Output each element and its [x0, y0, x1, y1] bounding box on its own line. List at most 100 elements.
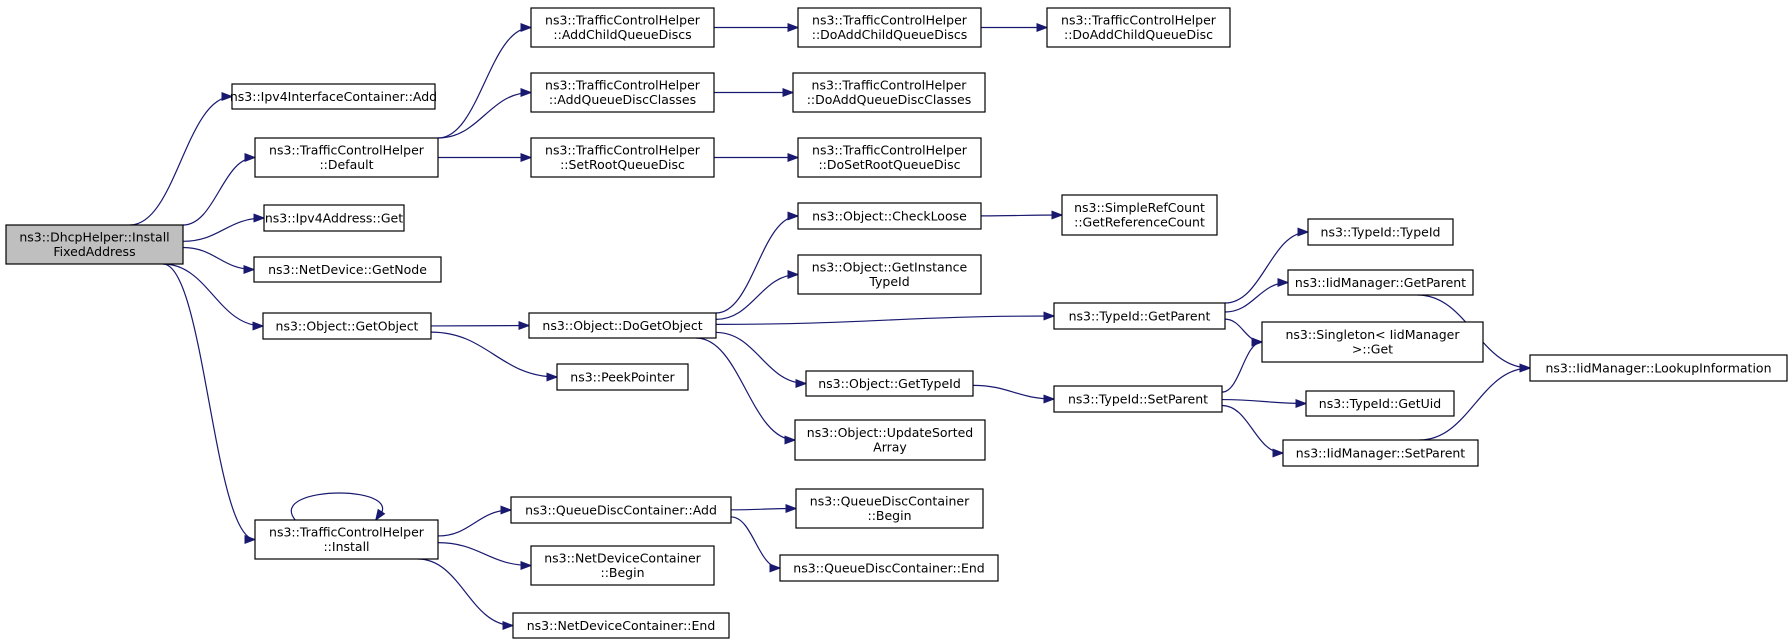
- node-box: [528, 312, 717, 339]
- graph-node-qdc-add[interactable]: ns3::QueueDiscContainer::Add: [510, 496, 732, 524]
- edge-tch-addclasses-to-tch-doaddclasses: [713, 87, 795, 98]
- edge-dhcp-to-obj-getobject: [162, 263, 265, 331]
- graph-node-qdc-end[interactable]: ns3::QueueDiscContainer::End: [779, 554, 999, 582]
- graph-node-obj-checkloose[interactable]: ns3::Object::CheckLoose: [797, 202, 982, 230]
- edge-line: [291, 492, 384, 521]
- node-label-line: ns3::Object::GetInstance: [812, 260, 968, 275]
- edge-arrowhead: [769, 563, 782, 573]
- edge-typeid-getparent-to-iidm-getparent: [1224, 277, 1290, 313]
- edge-arrowhead: [520, 87, 533, 98]
- node-label-line: ns3::PeekPointer: [570, 369, 675, 384]
- edge-iidm-setparent-to-iidm-lookup: [1419, 363, 1532, 441]
- edge-line: [715, 331, 807, 385]
- node-label-line: ::DoAddChildQueueDisc: [1064, 27, 1213, 42]
- edge-arrowhead: [546, 372, 559, 382]
- graph-node-typeid-getuid[interactable]: ns3::TypeId::GetUid: [1305, 390, 1455, 417]
- graph-node-peekpointer[interactable]: ns3::PeekPointer: [556, 363, 689, 391]
- node-label-line: ns3::TrafficControlHelper: [812, 13, 968, 28]
- graph-node-qdc-begin[interactable]: ns3::QueueDiscContainer::Begin: [795, 488, 984, 529]
- edge-dhcp-to-ipv4ic-add: [129, 91, 234, 226]
- node-label-line: ns3::Ipv4InterfaceContainer::Add: [230, 89, 437, 104]
- graph-node-typeid-getparent[interactable]: ns3::TypeId::GetParent: [1053, 302, 1226, 330]
- graph-node-tch-dosetroot[interactable]: ns3::TrafficControlHelper::DoSetRootQueu…: [797, 137, 982, 178]
- graph-node-tch-doaddclasses[interactable]: ns3::TrafficControlHelper::DoAddQueueDis…: [792, 72, 986, 113]
- edge-line: [1224, 281, 1289, 313]
- graph-node-netdev-getnode[interactable]: ns3::NetDevice::GetNode: [253, 256, 442, 283]
- node-box: [795, 488, 984, 529]
- node-label-line: ns3::TrafficControlHelper: [545, 78, 701, 93]
- graph-node-iidm-setparent[interactable]: ns3::IidManager::SetParent: [1282, 439, 1479, 467]
- edge-tch-default-to-tch-setroot: [438, 152, 533, 163]
- edge-arrowhead: [252, 321, 265, 331]
- edge-line: [437, 91, 532, 139]
- edge-line: [437, 542, 532, 567]
- graph-node-tch-setroot[interactable]: ns3::TrafficControlHelper::SetRootQueueD…: [530, 137, 715, 178]
- node-box: [797, 137, 982, 178]
- node-box: [530, 545, 715, 586]
- edge-arrowhead: [784, 435, 797, 445]
- edge-line: [1221, 341, 1263, 393]
- edge-tch-default-to-tch-addchild: [437, 22, 533, 139]
- graph-node-ipv4addr-get[interactable]: ns3::Ipv4Address::Get: [263, 204, 405, 232]
- graph-node-simplerefcount[interactable]: ns3::SimpleRefCount::GetReferenceCount: [1061, 194, 1218, 236]
- edge-line: [715, 273, 799, 320]
- edge-arrowhead: [1519, 363, 1532, 373]
- node-box: [530, 137, 715, 178]
- edge-arrowhead: [500, 505, 513, 515]
- edge-arrowhead: [1295, 398, 1308, 409]
- graph-node-obj-getobject[interactable]: ns3::Object::GetObject: [262, 312, 432, 340]
- graph-node-obj-dogetobject[interactable]: ns3::Object::DoGetObject: [528, 312, 717, 339]
- edge-line: [182, 156, 256, 226]
- edge-arrowhead: [1036, 22, 1049, 33]
- edge-line: [430, 331, 558, 378]
- graph-node-typeid-typeid[interactable]: ns3::TypeId::TypeId: [1307, 218, 1454, 246]
- node-box: [510, 496, 732, 524]
- edge-arrowhead: [1251, 337, 1264, 347]
- node-label-line: ns3::TrafficControlHelper: [545, 143, 701, 158]
- node-label-line: >::Get: [1352, 342, 1393, 357]
- edge-arrowhead: [374, 508, 386, 522]
- edge-arrowhead: [518, 320, 531, 331]
- node-label-line: ns3::IidManager::LookupInformation: [1545, 360, 1771, 375]
- edge-line: [129, 95, 233, 226]
- node-label-line: ns3::TypeId::TypeId: [1321, 224, 1441, 239]
- edge-arrowhead: [787, 269, 800, 280]
- graph-node-tch-install[interactable]: ns3::TrafficControlHelper::Install: [254, 519, 439, 560]
- graph-node-tch-doaddchilds[interactable]: ns3::TrafficControlHelper::DoAddChildQue…: [797, 7, 982, 48]
- graph-node-ndc-end[interactable]: ns3::NetDeviceContainer::End: [512, 612, 730, 639]
- node-label-line: ::AddQueueDiscClasses: [549, 92, 696, 107]
- edge-line: [1224, 231, 1309, 304]
- edge-tch-install-to-tch-install: [291, 492, 386, 522]
- edge-arrowhead: [785, 503, 798, 514]
- graph-node-iidm-getparent[interactable]: ns3::IidManager::GetParent: [1287, 269, 1474, 296]
- edge-arrowhead: [1043, 394, 1056, 404]
- edge-line: [695, 337, 796, 441]
- edge-tch-install-to-qdc-add: [437, 505, 513, 537]
- graph-node-obj-gettypeid[interactable]: ns3::Object::GetTypeId: [805, 370, 974, 397]
- node-label-line: ::AddChildQueueDiscs: [553, 27, 691, 42]
- node-label-line: ::GetReferenceCount: [1074, 215, 1205, 230]
- node-label-line: ns3::Ipv4Address::Get: [265, 210, 403, 225]
- graph-node-tch-default[interactable]: ns3::TrafficControlHelper::Default: [254, 137, 439, 178]
- edge-line: [162, 263, 264, 327]
- node-label-line: ns3::TrafficControlHelper: [269, 525, 425, 540]
- node-label-line: ns3::Object::GetTypeId: [818, 376, 961, 391]
- edge-arrowhead: [244, 534, 257, 545]
- graph-node-ipv4ic-add[interactable]: ns3::Ipv4InterfaceContainer::Add: [230, 83, 437, 110]
- node-label-line: ns3::TypeId::SetParent: [1068, 391, 1208, 406]
- graph-node-typeid-setparent[interactable]: ns3::TypeId::SetParent: [1053, 385, 1223, 413]
- edge-arrowhead: [795, 378, 808, 389]
- edge-line: [437, 509, 512, 537]
- graph-node-singleton-get[interactable]: ns3::Singleton< IidManager>::Get: [1261, 321, 1484, 363]
- graph-node-tch-addchild[interactable]: ns3::TrafficControlHelper::AddChildQueue…: [530, 7, 715, 48]
- graph-node-ndc-begin[interactable]: ns3::NetDeviceContainer::Begin: [530, 545, 715, 586]
- node-box: [1529, 354, 1788, 382]
- graph-node-tch-doaddchild[interactable]: ns3::TrafficControlHelper::DoAddChildQue…: [1046, 7, 1231, 48]
- node-box: [254, 519, 439, 560]
- node-label-line: ns3::NetDeviceContainer: [544, 551, 701, 566]
- graph-node-tch-addclasses[interactable]: ns3::TrafficControlHelper::AddQueueDiscC…: [530, 72, 715, 113]
- graph-node-iidm-lookup[interactable]: ns3::IidManager::LookupInformation: [1529, 354, 1788, 382]
